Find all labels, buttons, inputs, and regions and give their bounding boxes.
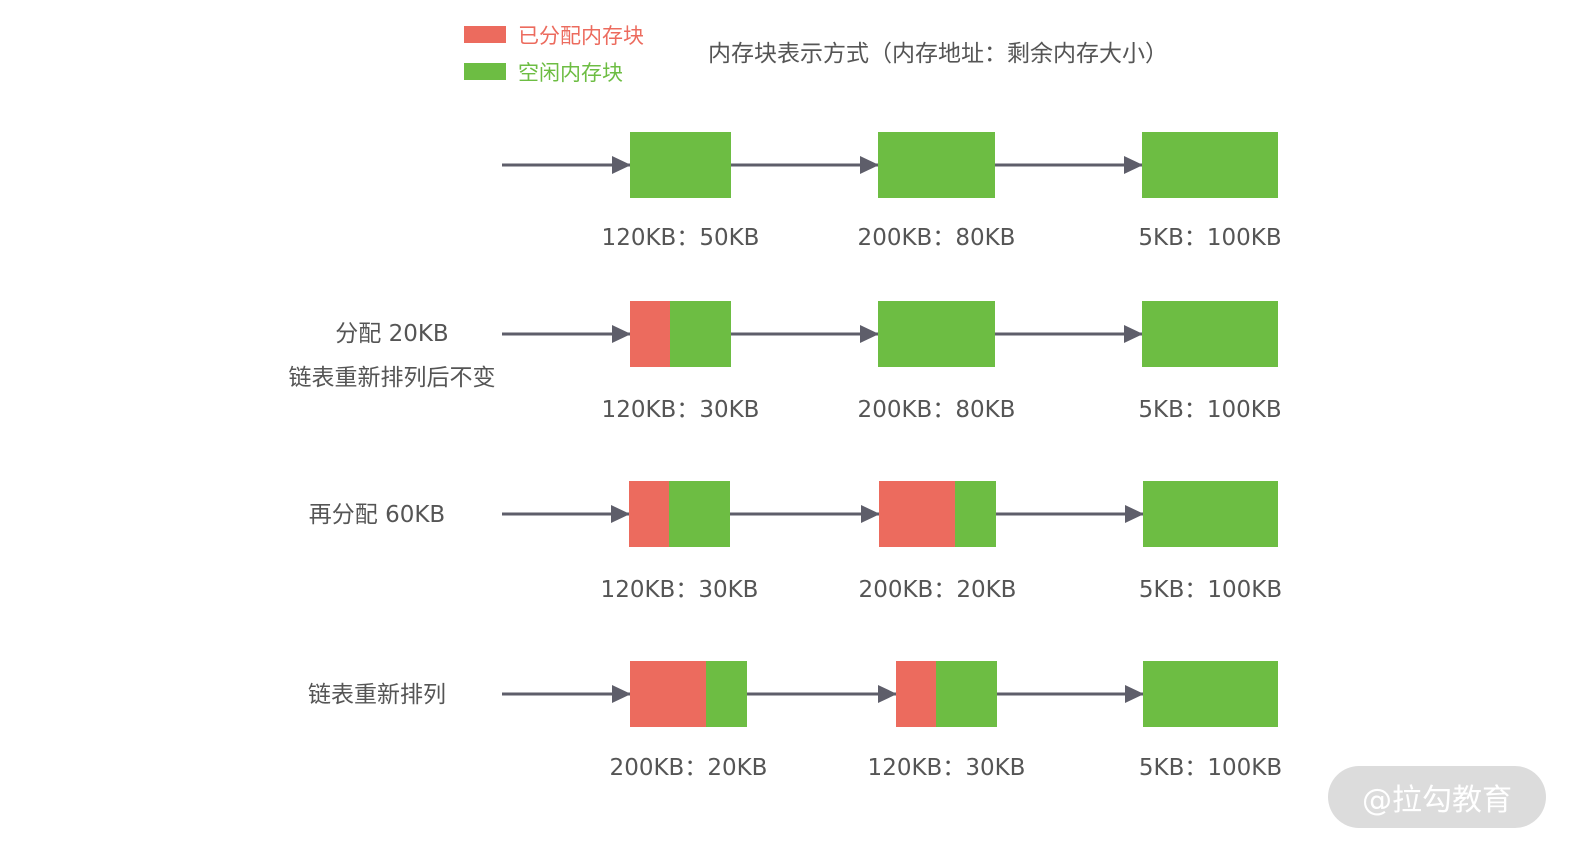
free-segment: [936, 661, 997, 727]
memory-block: [630, 661, 747, 727]
block-caption: 5KB：100KB: [1138, 225, 1282, 251]
block-caption: 200KB：20KB: [858, 577, 1017, 603]
memory-block: [879, 481, 996, 547]
free-segment: [878, 132, 995, 198]
free-segment: [878, 301, 995, 367]
free-segment: [706, 661, 747, 727]
row-label-allocate-20kb: 分配 20KB 链表重新排列后不变: [276, 312, 508, 400]
memory-block: [1143, 661, 1278, 727]
memory-block: [878, 132, 995, 198]
block-caption: 200KB：20KB: [609, 755, 768, 781]
memory-block: [896, 661, 997, 727]
memory-block: [1143, 481, 1278, 547]
free-segment: [630, 132, 731, 198]
notation-caption: 内存块表示方式（内存地址：剩余内存大小）: [708, 41, 1168, 67]
block-caption: 5KB：100KB: [1138, 755, 1283, 781]
legend: 已分配内存块 空闲内存块: [464, 16, 644, 90]
row-label-reorder: 链表重新排列: [296, 673, 458, 717]
block-caption: 200KB：80KB: [857, 225, 1016, 251]
row-label-line: 再分配 60KB: [308, 502, 446, 528]
allocated-segment: [630, 661, 706, 727]
free-segment: [670, 301, 731, 367]
block-caption: 200KB：80KB: [857, 397, 1016, 423]
memory-block: [630, 301, 731, 367]
allocated-segment: [879, 481, 955, 547]
legend-free: 空闲内存块: [464, 53, 644, 90]
allocated-segment: [630, 301, 670, 367]
block-caption: 120KB：30KB: [867, 755, 1026, 781]
memory-block: [878, 301, 995, 367]
legend-free-label: 空闲内存块: [518, 60, 623, 85]
legend-allocated: 已分配内存块: [464, 16, 644, 53]
row-label-allocate-60kb: 再分配 60KB: [296, 493, 458, 537]
memory-block: [630, 132, 731, 198]
free-segment: [1143, 661, 1278, 727]
free-swatch: [464, 63, 506, 80]
allocated-segment: [629, 481, 669, 547]
free-segment: [1142, 132, 1278, 198]
block-caption: 120KB：50KB: [601, 225, 760, 251]
row-label-line: 链表重新排列后不变: [288, 365, 496, 391]
memory-block: [629, 481, 730, 547]
block-caption: 5KB：100KB: [1138, 397, 1282, 423]
free-segment: [1143, 481, 1278, 547]
block-caption: 120KB：30KB: [601, 397, 760, 423]
block-caption: 5KB：100KB: [1138, 577, 1283, 603]
free-segment: [955, 481, 996, 547]
memory-block: [1142, 301, 1278, 367]
allocated-segment: [896, 661, 936, 727]
block-caption: 120KB：30KB: [600, 577, 759, 603]
allocated-swatch: [464, 26, 506, 43]
legend-allocated-label: 已分配内存块: [518, 23, 644, 48]
watermark: @拉勾教育: [1328, 766, 1546, 828]
memory-block: [1142, 132, 1278, 198]
row-label-line: 链表重新排列: [308, 682, 446, 708]
free-segment: [669, 481, 730, 547]
row-label-line: 分配 20KB: [335, 321, 449, 347]
free-segment: [1142, 301, 1278, 367]
